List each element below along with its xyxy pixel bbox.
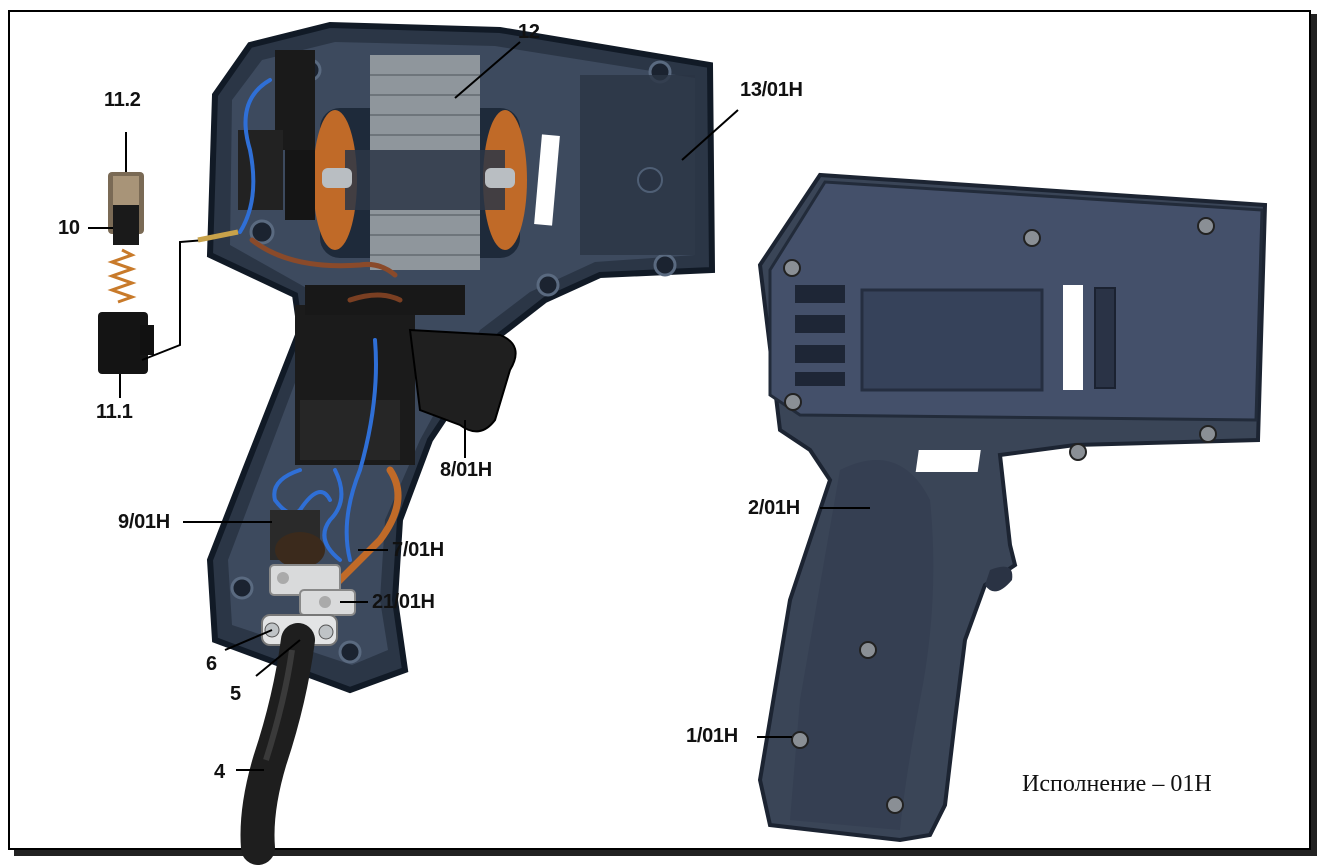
closed-drill-housing — [757, 172, 1268, 843]
label-8-01h: 8/01H — [440, 459, 492, 481]
switch-block — [295, 285, 517, 465]
label-6: 6 — [206, 653, 217, 675]
label-1-01h: 1/01H — [686, 725, 738, 747]
suppressor-capacitor — [270, 510, 325, 568]
label-11-2: 11.2 — [104, 89, 141, 111]
label-10: 10 — [58, 217, 80, 239]
label-12: 12 — [518, 21, 540, 43]
terminal-block — [269, 564, 356, 616]
label-13-01h: 13/01H — [740, 79, 803, 101]
label-7-01h: 7/01H — [392, 539, 444, 561]
label-2-01h: 2/01H — [748, 497, 800, 519]
rear-brush-holder — [238, 50, 315, 220]
brush-holder-loose — [98, 312, 154, 374]
label-9-01h: 9/01H — [118, 511, 170, 533]
motor-stator — [313, 55, 527, 270]
power-cord — [240, 623, 315, 865]
variant-caption: Исполнение – 01H — [1022, 771, 1212, 797]
label-11-1: 11.1 — [96, 401, 133, 423]
label-4: 4 — [214, 761, 225, 783]
label-21-01h: 21/01H — [372, 591, 435, 613]
brush-terminal — [197, 229, 239, 243]
carbon-brush — [113, 205, 139, 245]
frame-shadow-bottom — [14, 850, 1317, 856]
power-cord-highlight — [263, 649, 295, 761]
brush-lead — [141, 239, 206, 361]
label-5: 5 — [230, 683, 241, 705]
frame-shadow-right — [1311, 14, 1317, 854]
leader-lines — [88, 41, 870, 771]
brush-spring — [107, 248, 137, 304]
